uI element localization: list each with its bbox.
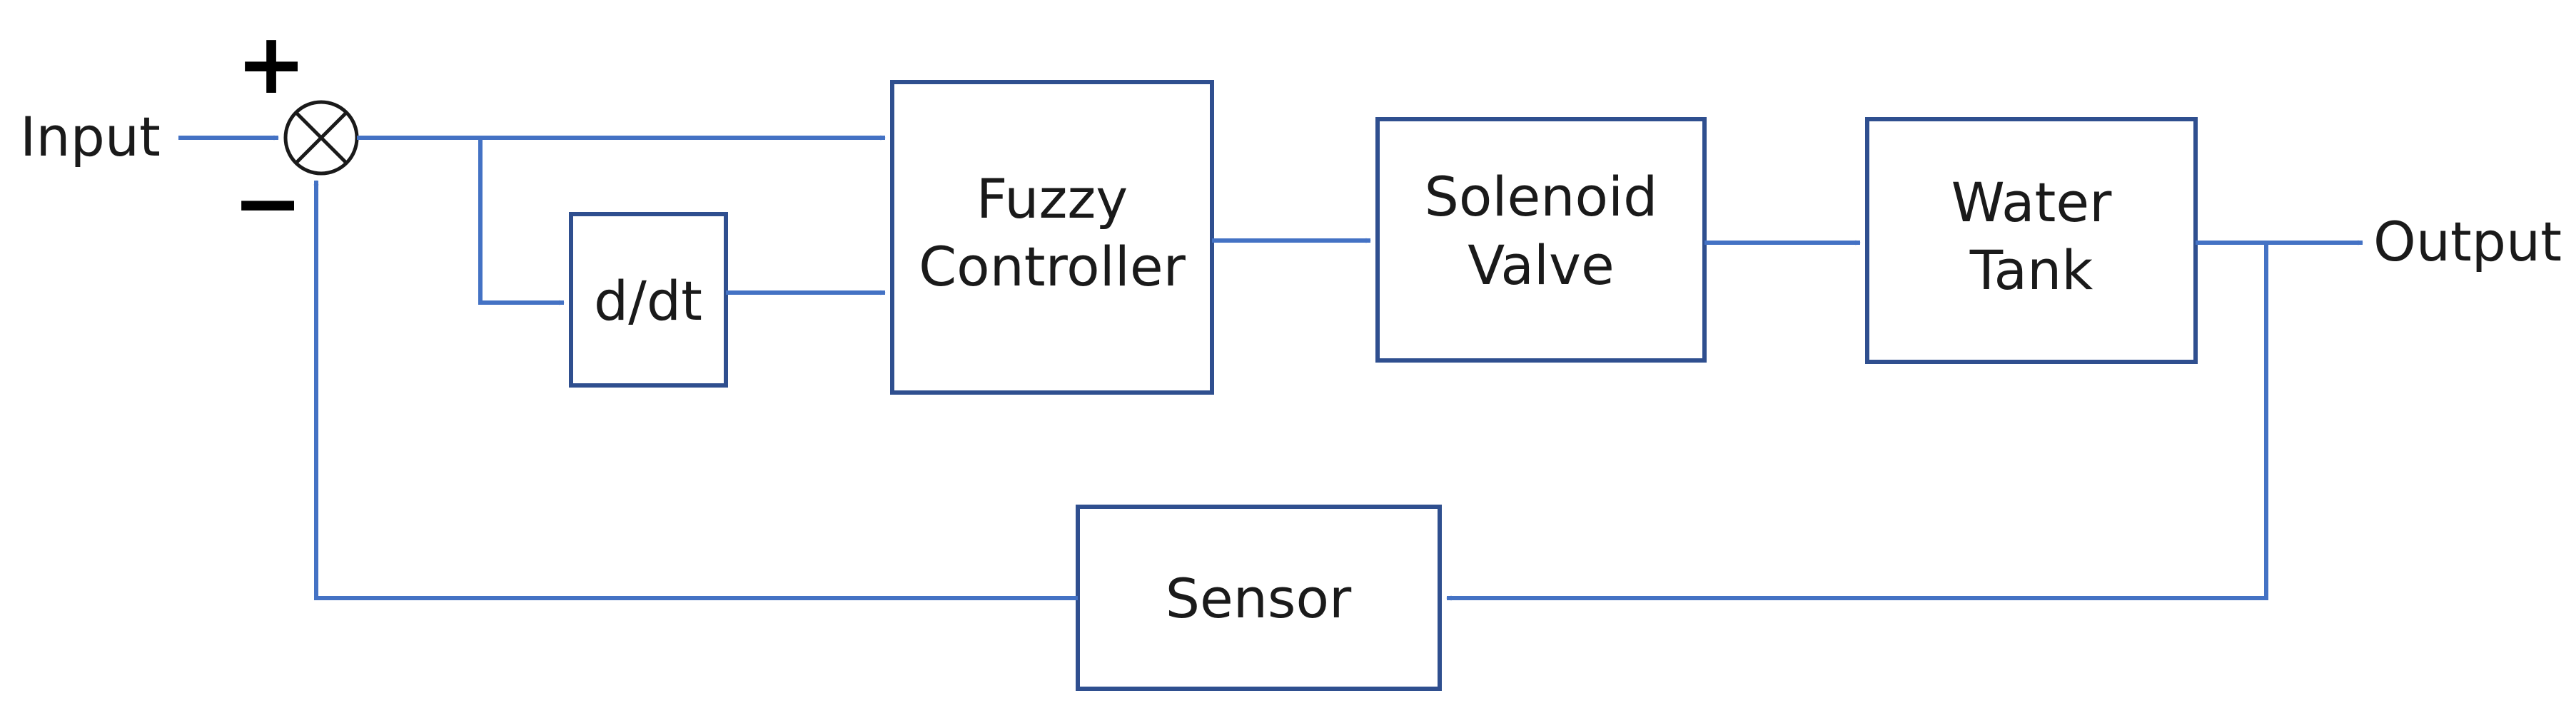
derivative-block [569,212,728,388]
water-tank-label-line2: Tank [1969,238,2093,302]
derivative-label: d/dt [594,269,702,333]
error-to-derivative-arrow [478,138,565,305]
solenoid-valve-label-line2: Valve [1468,233,1615,297]
sensor-to-summer-arrow [313,180,1078,600]
minus-sign: − [233,153,303,252]
output-label: Output [2373,210,2562,273]
solenoid-valve-label-line1: Solenoid [1425,165,1658,228]
sensor-block [1076,505,1442,691]
output-to-sensor-arrow [1446,243,2268,601]
fuzzy-controller-label-line1: Fuzzy [976,167,1128,231]
water-tank-label-line1: Water [1951,171,2112,234]
water-tank-block [1865,117,2198,364]
fuzzy-controller-label-line2: Controller [919,235,1186,298]
solenoid-valve-block [1375,117,1707,363]
input-label: Input [20,105,161,168]
plus-sign: + [236,14,307,113]
sensor-label: Sensor [1166,567,1352,630]
fuzzy-controller-block [890,80,1214,395]
